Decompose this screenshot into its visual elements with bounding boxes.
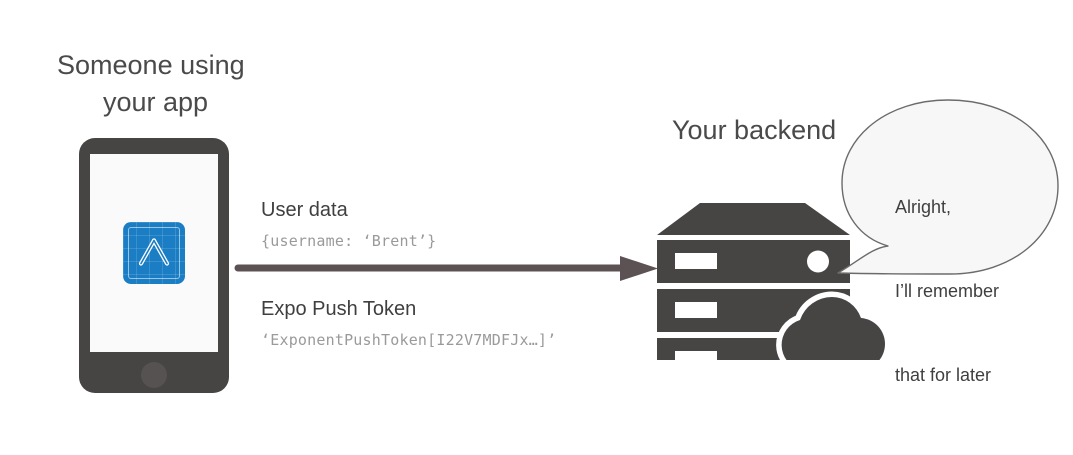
speech-bubble: [837, 99, 1059, 275]
phone-screen: [90, 154, 218, 352]
data-flow-arrow: [234, 256, 658, 281]
speech-bubble-text: Alright, I’ll remember that for later: [895, 137, 1073, 445]
client-caption-line2: your app: [103, 87, 209, 117]
payload-code-user-data: {username: ‘Brent’}: [261, 232, 437, 250]
app-icon-inner-border: [128, 227, 180, 279]
smartphone-device: [79, 138, 229, 393]
app-icon-grid: [123, 222, 185, 284]
phone-home-button: [141, 362, 167, 388]
payload-code-push-token: ‘ExponentPushToken[I22V7MDFJx…]’: [261, 331, 557, 349]
expo-app-icon: [123, 222, 185, 284]
backend-caption: Your backend: [672, 115, 837, 145]
payload-title-user-data: User data: [261, 199, 348, 221]
cloud-shape: [776, 291, 891, 360]
speech-bubble-line-3: that for later: [895, 365, 992, 385]
server-rack-with-cloud-icon: [657, 203, 891, 360]
payload-title-push-token: Expo Push Token: [261, 298, 417, 320]
speech-bubble-line-1: Alright,: [895, 197, 952, 217]
app-icon-chevron-glyph: [138, 238, 170, 266]
speech-bubble-line-2: I’ll remember: [895, 281, 1000, 301]
client-caption-line1: Someone using: [57, 50, 245, 80]
